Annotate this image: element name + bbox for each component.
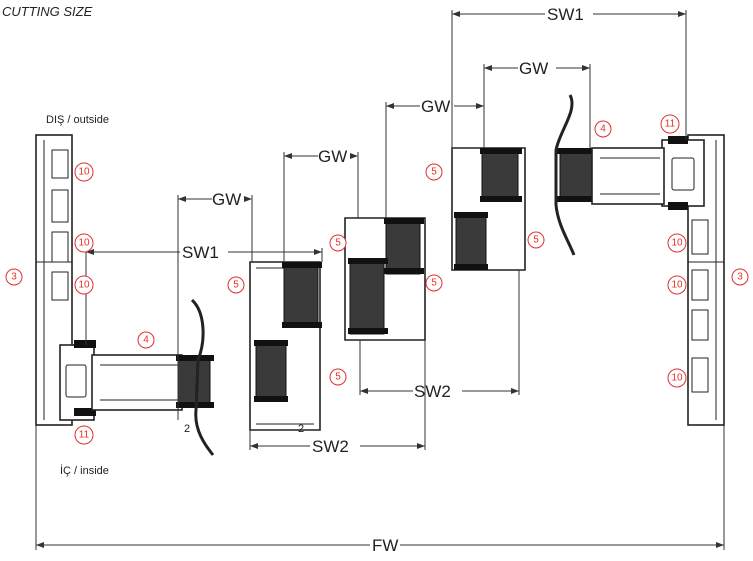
svg-text:5: 5: [335, 238, 341, 249]
callout-5-a: 5: [227, 276, 245, 294]
svg-text:10: 10: [671, 280, 683, 291]
left-outer-frame: [35, 134, 96, 426]
callout-3-left: 3: [5, 268, 23, 286]
svg-text:11: 11: [79, 430, 90, 441]
handle-1: [190, 298, 215, 456]
callout-5-e: 5: [425, 274, 443, 292]
svg-text:5: 5: [533, 235, 539, 246]
drawing-title: CUTTING SIZE: [2, 4, 93, 19]
svg-text:3: 3: [11, 272, 17, 283]
sash-2: [249, 261, 322, 431]
sash-3: [344, 217, 426, 341]
svg-text:5: 5: [233, 280, 239, 291]
svg-text:4: 4: [143, 335, 149, 346]
gw-dimension-1: [177, 195, 253, 420]
svg-text:10: 10: [78, 167, 90, 178]
svg-text:11: 11: [665, 119, 676, 130]
callout-5-f: 5: [527, 231, 545, 249]
svg-text:5: 5: [431, 167, 437, 178]
handle-2: [554, 94, 576, 256]
svg-text:10: 10: [78, 280, 90, 291]
svg-text:5: 5: [431, 278, 437, 289]
sw2-dimension-lower: [249, 340, 426, 450]
gap-label-1: 2: [184, 423, 190, 435]
sw1-top-label: SW1: [547, 5, 584, 24]
callout-5-c: 5: [329, 368, 347, 386]
callout-4-right: 4: [594, 120, 612, 138]
sw1-left-label: SW1: [182, 243, 219, 262]
sash-4: [451, 147, 526, 271]
svg-text:3: 3: [737, 272, 743, 283]
callout-5-b: 5: [329, 234, 347, 252]
callout-11-left: 11: [74, 425, 94, 445]
callout-5-d: 5: [425, 163, 443, 181]
gw-label-3: GW: [421, 97, 450, 116]
svg-text:5: 5: [335, 372, 341, 383]
callout-10-r2: 10: [667, 275, 687, 295]
gap-label-2: 2: [298, 423, 304, 435]
sw2-lower-label: SW2: [312, 437, 349, 456]
sash-5: [556, 147, 665, 205]
outside-label: DIŞ / outside: [46, 114, 109, 126]
callout-10-l1: 10: [74, 162, 94, 182]
sw2-dimension-upper: [359, 270, 520, 395]
callout-3-right: 3: [731, 268, 749, 286]
sw2-upper-label: SW2: [414, 382, 451, 401]
callout-10-l2: 10: [74, 233, 94, 253]
svg-text:10: 10: [78, 238, 90, 249]
callout-10-r3: 10: [667, 368, 687, 388]
svg-text:10: 10: [671, 373, 683, 384]
gw-label-1: GW: [212, 190, 241, 209]
gw-dimension-2: [283, 152, 359, 262]
svg-text:4: 4: [600, 124, 606, 135]
gw-label-4: GW: [519, 59, 548, 78]
sw1-left-dimension: [85, 248, 323, 345]
svg-text:10: 10: [671, 238, 683, 249]
callout-10-l3: 10: [74, 275, 94, 295]
fw-dimension: [35, 425, 725, 550]
callout-10-r1: 10: [667, 233, 687, 253]
gw-label-2: GW: [318, 147, 347, 166]
fw-label: FW: [372, 536, 398, 555]
inside-label: İÇ / inside: [60, 464, 109, 477]
callout-4-left: 4: [137, 331, 155, 349]
right-outer-frame: [661, 134, 725, 426]
gw-dimension-4: [483, 64, 591, 148]
sw1-top-dimension: [451, 10, 687, 150]
callout-11-right: 11: [660, 114, 680, 134]
